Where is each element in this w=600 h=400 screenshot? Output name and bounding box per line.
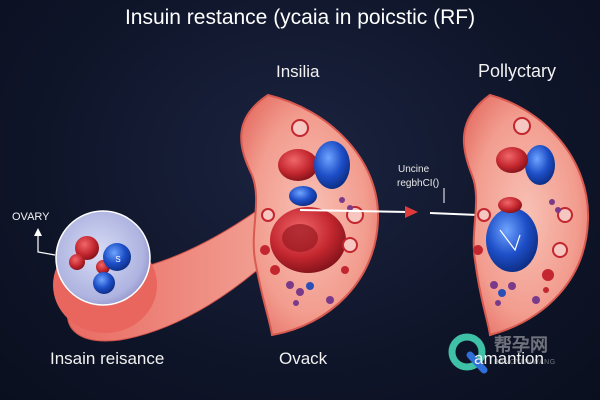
center-dot-8 [326,296,334,304]
connector-line [299,209,409,213]
ovary-pointer-arrow [37,230,56,256]
center-dot-1 [286,281,294,289]
right-dot-6 [555,207,561,213]
inset-circle [55,210,151,306]
right-follicle-3 [552,242,568,258]
center-dot-2 [296,288,304,296]
center-follicle-1 [291,119,309,137]
center-dot-7 [341,266,349,274]
right-blue-cell-mark [499,229,521,252]
bottom-right-caption: amantion [474,349,544,368]
center-blue-cell [314,141,350,189]
connector-line-2 [429,212,479,216]
right-dot-1 [490,281,498,289]
center-dot-6 [347,205,353,211]
right-dot-8 [543,287,549,293]
inset-label: S [115,255,120,264]
right-dot-3 [508,282,516,290]
center-follicle-6 [270,265,280,275]
right-upper-blue-cell [525,145,555,185]
center-dot-5 [339,197,345,203]
center-upper-red [278,149,318,181]
inset-blue-cell-2 [93,272,115,294]
right-dot-4 [495,300,501,306]
arrow-label-line-1: Uncine [398,164,430,175]
center-dot-4 [293,300,299,306]
right-follicle-4 [477,208,491,222]
bottom-center-caption: Ovack [279,349,328,368]
bottom-left-caption: Insain reisance [50,349,165,368]
center-blue-small [289,186,317,206]
right-follicle-6 [542,269,554,281]
right-mid-red [498,197,522,213]
inset-red-cell-2 [69,254,85,270]
center-red-vessel-inner [282,224,318,252]
inset-red-cell-1 [75,236,99,260]
center-dot-3 [306,282,314,290]
right-ovary-label: Pollyctary [478,61,557,81]
center-follicle-4 [261,208,275,222]
connector-arrowhead [405,206,418,218]
right-ovary [462,93,590,337]
center-follicle-3 [342,237,358,253]
ovary-pointer-arrowhead [34,228,42,236]
diagram-title: Insuin restance (ycaia in poicstic (RF) [124,6,476,29]
ovary-label: OVARY [12,211,50,223]
center-ovary-label: Insilia [276,62,320,81]
right-follicle-1 [513,117,531,135]
right-upper-red [496,147,528,173]
right-dot-5 [549,199,555,205]
q-logo-icon [448,333,488,374]
center-ovary [240,93,380,337]
center-follicle-5 [260,245,270,255]
right-follicle-2 [557,207,573,223]
right-follicle-5 [473,245,483,255]
arrow-label-line-2: regbhCI() [397,178,440,189]
watermark-subtext: BANGYUNWANG [494,359,556,366]
watermark-text: 帮孕网 [494,335,548,355]
right-dot-7 [532,296,540,304]
right-dot-2 [498,289,506,297]
inset-blue-cell [103,243,131,271]
right-large-blue-cell [486,208,538,272]
